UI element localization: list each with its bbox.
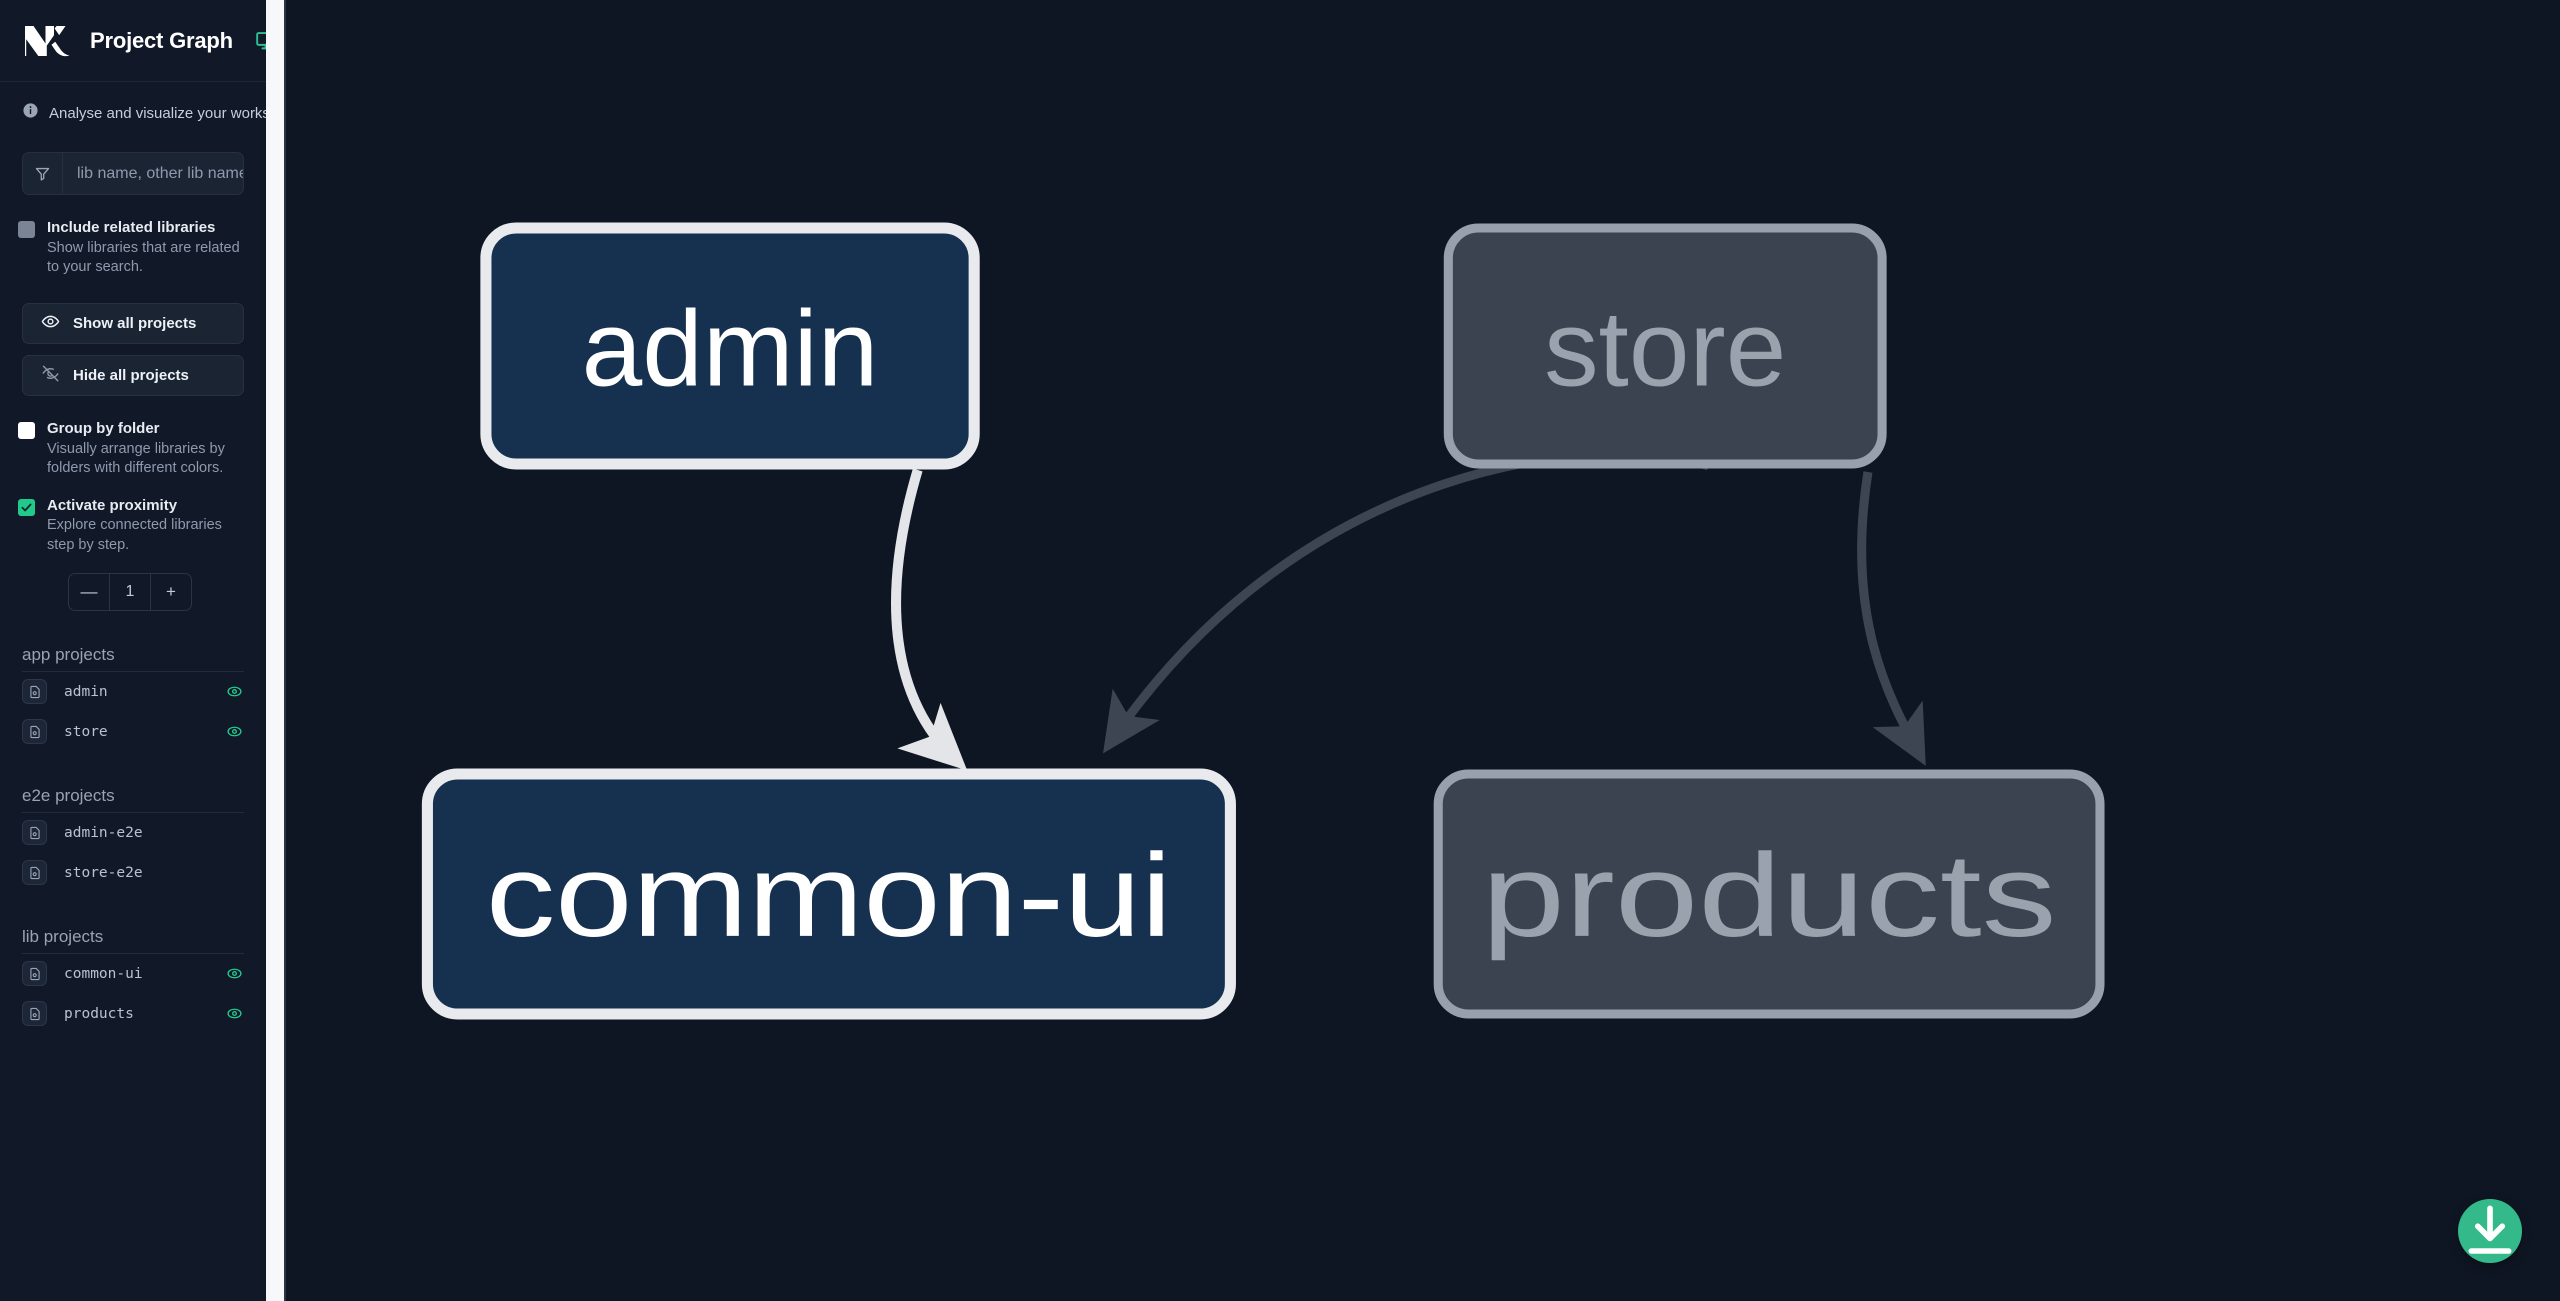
graph-svg: admin store common-ui products	[421, 222, 2105, 1020]
show-all-projects-label: Show all projects	[73, 315, 197, 333]
project-name: admin-e2e	[64, 824, 143, 841]
divider	[22, 952, 244, 954]
nx-logo-icon	[22, 21, 74, 61]
option-title: Activate proximity	[47, 496, 178, 514]
edge-admin-to-common-ui	[891, 468, 968, 771]
project-file-icon	[22, 719, 47, 745]
project-name: admin	[64, 683, 108, 700]
project-group-e2e-projects: e2e projects admin-e2e	[0, 786, 266, 893]
proximity-increment-button[interactable]: +	[166, 581, 176, 601]
show-all-projects-button[interactable]: Show all projects	[22, 303, 244, 345]
option-description: Visually arrange libraries by folders wi…	[47, 441, 225, 477]
project-visibility-toggle[interactable]	[224, 683, 244, 700]
graph-node-label: store	[1544, 288, 1786, 408]
group-title: lib projects	[22, 926, 104, 946]
tagline-text: Analyse and visualize your workspace.	[49, 104, 266, 122]
sidebar-scrollbar[interactable]	[266, 0, 284, 1301]
sidebar: Project Graph Analyse and visualize your…	[0, 0, 266, 1301]
download-graph-button[interactable]	[2458, 1199, 2522, 1263]
info-icon	[22, 102, 39, 124]
group-by-folder-checkbox[interactable]	[18, 422, 35, 440]
option-title: Include related libraries	[47, 219, 216, 236]
project-name: store-e2e	[64, 864, 143, 881]
project-list-item-admin-e2e[interactable]: admin-e2e	[22, 813, 244, 853]
graph-node-label: products	[1482, 830, 2057, 961]
proximity-stepper: — 1 +	[68, 572, 192, 611]
graph-node-admin[interactable]: admin	[480, 222, 980, 470]
graph-node-products[interactable]: products	[1433, 769, 2105, 1019]
group-title: app projects	[22, 644, 115, 664]
eye-icon	[41, 312, 60, 336]
project-file-icon	[22, 820, 47, 846]
sidebar-header: Project Graph	[0, 0, 266, 82]
project-list-item-store[interactable]: store	[22, 712, 244, 752]
graph-nodes: admin store common-ui products	[421, 222, 2105, 1020]
project-name: store	[64, 723, 108, 740]
project-file-icon	[22, 679, 47, 705]
edge-store-to-products	[1857, 471, 1926, 766]
project-file-icon	[22, 961, 47, 987]
hide-all-projects-label: Hide all projects	[73, 367, 189, 385]
project-visibility-buttons: Show all projects Hide all projects	[0, 277, 266, 397]
option-group-by-folder[interactable]: Group by folder Visually arrange librari…	[0, 396, 266, 478]
include-related-libraries-checkbox[interactable]	[18, 221, 35, 238]
proximity-value: 1	[109, 573, 151, 610]
project-list-item-admin[interactable]: admin	[22, 672, 244, 712]
project-file-icon	[22, 1001, 47, 1027]
project-file-icon	[22, 860, 47, 886]
project-group-lib-projects: lib projects common-ui	[0, 927, 266, 1034]
project-visibility-toggle[interactable]	[224, 965, 244, 982]
graph-node-common-ui[interactable]: common-ui	[421, 768, 1236, 1020]
proximity-decrement-button[interactable]: —	[80, 581, 98, 601]
sidebar-divider	[284, 0, 286, 1301]
project-list-item-store-e2e[interactable]: store-e2e	[22, 853, 244, 893]
eye-slash-icon	[41, 364, 60, 388]
project-list-item-products[interactable]: products	[22, 994, 244, 1034]
graph-edges	[891, 449, 1926, 771]
graph-node-label: admin	[582, 288, 879, 408]
monitor-icon[interactable]	[255, 30, 266, 51]
group-title: e2e projects	[22, 785, 115, 805]
option-include-related-libraries[interactable]: Include related libraries Show libraries…	[0, 195, 266, 277]
option-title: Group by folder	[47, 420, 160, 438]
project-name: common-ui	[64, 965, 143, 982]
edge-store-to-common-ui	[1103, 449, 1711, 754]
option-activate-proximity[interactable]: Activate proximity Explore connected lib…	[0, 479, 266, 555]
project-visibility-toggle[interactable]	[224, 723, 244, 740]
divider	[22, 811, 244, 813]
project-list-item-common-ui[interactable]: common-ui	[22, 954, 244, 994]
tagline: Analyse and visualize your workspace.	[0, 82, 266, 130]
divider	[22, 670, 244, 672]
filter-funnel-icon	[23, 153, 63, 194]
search-section	[0, 130, 266, 195]
option-description: Explore connected libraries step by step…	[47, 517, 222, 553]
hide-all-projects-button[interactable]: Hide all projects	[22, 355, 244, 397]
graph-node-label: common-ui	[486, 830, 1172, 961]
search-box[interactable]	[22, 152, 244, 195]
graph-node-store[interactable]: store	[1443, 223, 1887, 469]
project-group-app-projects: app projects admin	[0, 645, 266, 752]
project-name: products	[64, 1005, 134, 1022]
option-description: Show libraries that are related to your …	[47, 239, 240, 276]
activate-proximity-checkbox[interactable]	[18, 498, 35, 516]
project-visibility-toggle[interactable]	[224, 1005, 244, 1022]
graph-canvas[interactable]: admin store common-ui products	[266, 0, 2560, 1301]
search-input[interactable]	[63, 153, 243, 194]
page-title: Project Graph	[90, 27, 233, 53]
